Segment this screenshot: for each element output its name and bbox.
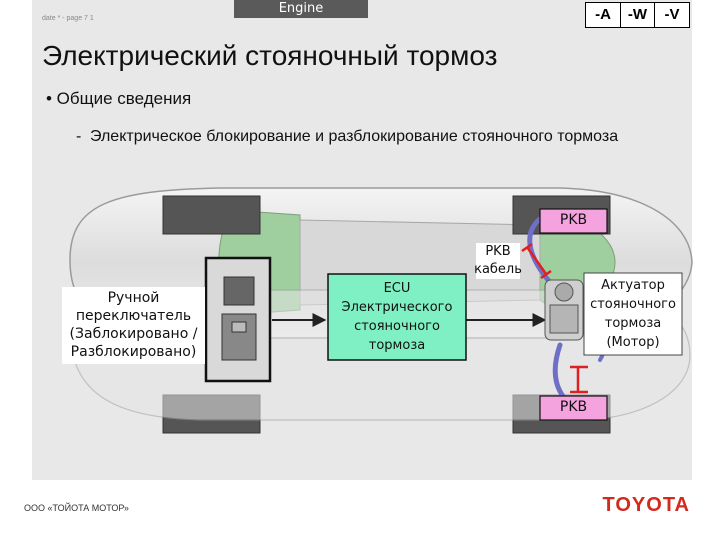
switch-auto-button: [223, 276, 255, 306]
toyota-logo: TOYOTA: [602, 494, 690, 516]
section-tab: Engine: [234, 0, 368, 18]
ecu-label: ECU Электрического стояночного тормоза: [328, 279, 466, 355]
switch-lever: [221, 313, 257, 361]
slide-title: Электрический стояночный тормоз: [42, 40, 498, 71]
variant-v: -V: [654, 2, 690, 28]
variant-indicators: -A -W -V: [585, 2, 690, 28]
pkb-cable-label-line: кабель: [474, 262, 522, 277]
switch-label-line: (Заблокировано /: [69, 326, 198, 342]
switch-label-line: переключатель: [75, 308, 192, 324]
switch-label-line: Ручной: [107, 290, 160, 306]
company-footer: ООО «ТОЙОТА МОТОР»: [24, 503, 129, 513]
actuator-label-line: стояночного: [590, 297, 676, 312]
actuator-label-line: Актуатор: [601, 278, 665, 293]
ecu-label-line: Электрического: [341, 300, 453, 315]
sub-point: - Электрическое блокирование и разблокир…: [76, 124, 630, 150]
sub-dash: -: [76, 128, 82, 145]
actuator-label-box: [583, 272, 683, 356]
pkb-cable-label-box: [476, 243, 520, 279]
pkb-top-box: [539, 208, 608, 234]
switch-label-box: [62, 287, 205, 364]
ecu-label-line: тормоза: [368, 338, 426, 353]
ecu-label-line: ECU: [383, 281, 411, 296]
switch-label-line: Разблокировано): [70, 344, 197, 360]
ecu-label-line: стояночного: [354, 319, 440, 334]
pkb-cable-label-line: PKB: [485, 244, 511, 259]
actuator-label-line: тормоза: [604, 316, 662, 331]
pkb-bottom-label: PKB: [559, 399, 588, 415]
pkb-cable-label: PKB кабель: [472, 243, 524, 279]
pkb-bottom-box: [539, 395, 608, 421]
wheel-rear-left: [162, 195, 261, 235]
switch-label: Ручной переключатель (Заблокировано / Ра…: [62, 289, 205, 361]
pkb-top-label: PKB: [559, 212, 588, 228]
actuator-label: Актуатор стояночного тормоза (Мотор): [584, 276, 682, 352]
actuator-label-line: (Мотор): [606, 335, 660, 350]
bullet-heading: • Общие сведения: [46, 89, 192, 108]
page-info: date * - page 7 1: [42, 15, 94, 22]
variant-w: -W: [619, 2, 656, 28]
cable-marker-top: [525, 246, 548, 275]
ecu-box: [327, 273, 467, 361]
sub-point-text: Электрическое блокирование и разблокиров…: [90, 128, 619, 145]
